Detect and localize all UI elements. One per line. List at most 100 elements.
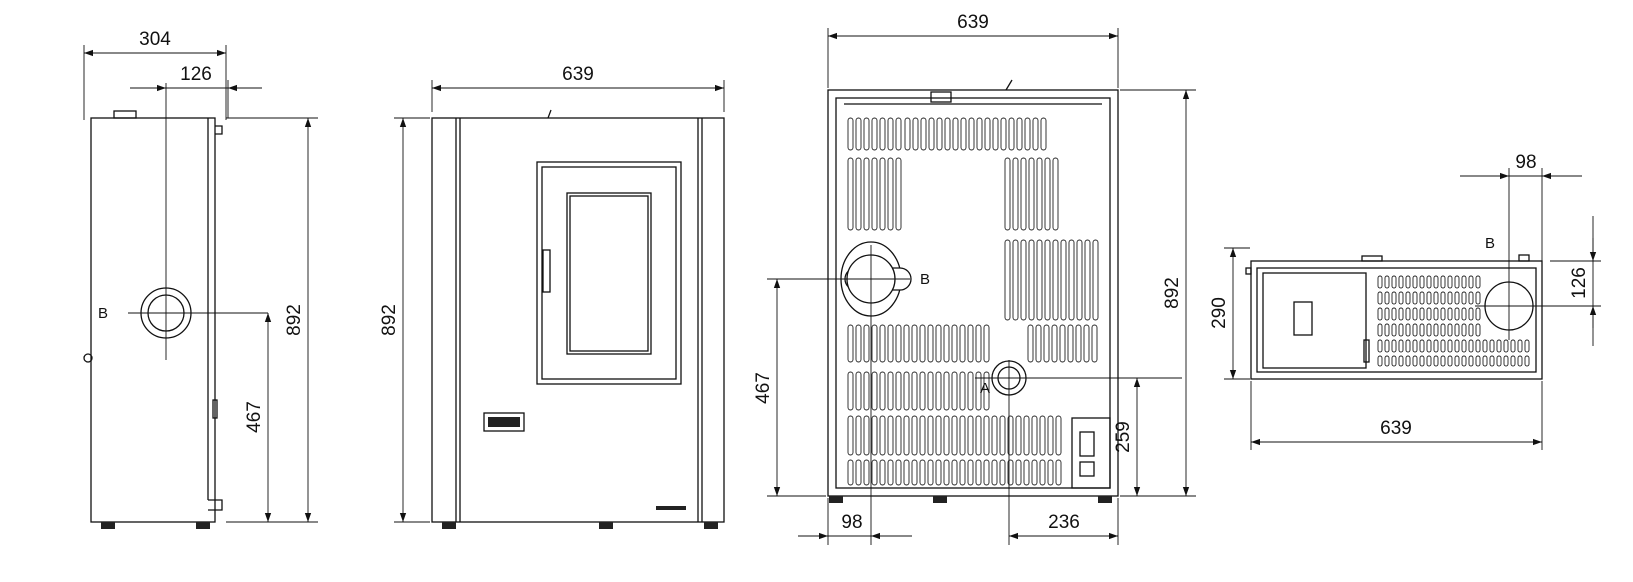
vent-slot xyxy=(959,415,966,456)
vent-slot xyxy=(1405,307,1411,321)
vent-slot xyxy=(951,415,958,456)
top-view: 98 126 290 639 B xyxy=(1209,152,1601,450)
vent-slot xyxy=(927,324,934,363)
vent-slot xyxy=(935,324,942,363)
front-door xyxy=(536,161,682,385)
vent-slot xyxy=(911,371,918,411)
vent-slot xyxy=(863,117,870,151)
vent-slot xyxy=(952,117,959,151)
vent-slot xyxy=(1391,339,1397,353)
vent-slot xyxy=(1067,324,1074,363)
vent-slot xyxy=(1517,355,1523,367)
vent-slot xyxy=(1036,157,1043,231)
vent-slot xyxy=(1059,324,1066,363)
vent-slot xyxy=(1391,355,1397,367)
vent-slot xyxy=(847,371,854,411)
vent-slot xyxy=(1447,339,1453,353)
vent-slot xyxy=(984,117,991,151)
vent-slot xyxy=(1012,239,1019,321)
vent-slot xyxy=(1028,157,1035,231)
vent-slot xyxy=(1016,117,1023,151)
side-dim-height: 892 xyxy=(284,304,305,336)
side-dim-flue-height: 467 xyxy=(244,401,265,433)
vent-slot xyxy=(1068,239,1075,321)
vent-slot xyxy=(904,117,911,151)
vent-slot xyxy=(1384,307,1390,321)
vent-slot xyxy=(1398,323,1404,337)
vent-slot xyxy=(1047,415,1054,456)
vent-slot xyxy=(1377,291,1383,305)
vent-slot xyxy=(1468,355,1474,367)
vent-slot xyxy=(847,324,854,363)
vent-slot xyxy=(855,324,862,363)
vent-slot xyxy=(951,459,958,486)
vent-slot xyxy=(1377,307,1383,321)
vent-slot xyxy=(1433,355,1439,367)
vent-slot xyxy=(991,415,998,456)
vent-slot xyxy=(1454,339,1460,353)
vent-slot xyxy=(1391,275,1397,289)
vent-slot xyxy=(1412,275,1418,289)
side-dim-flue-offset: 126 xyxy=(180,64,212,85)
vent-slot xyxy=(943,415,950,456)
vent-slot xyxy=(1091,324,1098,363)
vent-slot xyxy=(935,415,942,456)
vent-slot xyxy=(1391,291,1397,305)
vent-slot xyxy=(919,324,926,363)
vent-slot xyxy=(1052,239,1059,321)
vent-slot xyxy=(1433,323,1439,337)
vent-slot xyxy=(1398,339,1404,353)
vent-slot xyxy=(903,324,910,363)
vent-slot xyxy=(911,415,918,456)
vent-slot xyxy=(1454,323,1460,337)
vent-slot xyxy=(943,371,950,411)
vent-slot xyxy=(1482,339,1488,353)
vent-slot xyxy=(959,324,966,363)
vent-slot xyxy=(943,324,950,363)
vent-slot xyxy=(887,157,894,231)
vent-slot xyxy=(1039,459,1046,486)
vent-slot xyxy=(1377,323,1383,337)
vent-slot xyxy=(944,117,951,151)
vent-slot xyxy=(1461,339,1467,353)
vent-slot xyxy=(1440,307,1446,321)
vent-slot xyxy=(1023,415,1030,456)
vent-slot xyxy=(871,157,878,231)
vent-slot xyxy=(1012,157,1019,231)
vent-slot xyxy=(887,371,894,411)
vent-slot xyxy=(1405,291,1411,305)
vent-slot xyxy=(1035,324,1042,363)
vent-slot xyxy=(1055,459,1062,486)
vent-slot xyxy=(879,157,886,231)
front-dim-width: 639 xyxy=(562,64,594,85)
front-door-glass xyxy=(566,192,652,355)
vent-slot xyxy=(1398,291,1404,305)
vent-slot xyxy=(855,117,862,151)
vent-slot xyxy=(847,157,854,231)
vent-slot xyxy=(1461,323,1467,337)
vent-slot xyxy=(847,459,854,486)
vent-slot xyxy=(1039,415,1046,456)
vent-slot xyxy=(1475,307,1481,321)
vent-slot xyxy=(1440,339,1446,353)
vent-slot xyxy=(1384,275,1390,289)
vent-slot xyxy=(1426,355,1432,367)
vent-slot xyxy=(1475,291,1481,305)
vent-slot xyxy=(887,324,894,363)
vent-slot xyxy=(943,459,950,486)
rear-label-inlet: A xyxy=(980,380,990,397)
vent-slot xyxy=(1447,291,1453,305)
vent-slot xyxy=(1440,323,1446,337)
vent-slot xyxy=(1092,239,1099,321)
vent-slot xyxy=(1027,324,1034,363)
side-body xyxy=(90,117,216,523)
vent-slot xyxy=(1468,291,1474,305)
vent-slot xyxy=(1433,307,1439,321)
vent-slot xyxy=(1461,355,1467,367)
rear-label-flue: B xyxy=(920,271,930,288)
vent-slot xyxy=(1454,307,1460,321)
vent-slot xyxy=(1475,323,1481,337)
vent-slot xyxy=(1047,459,1054,486)
vent-slot xyxy=(1419,323,1425,337)
